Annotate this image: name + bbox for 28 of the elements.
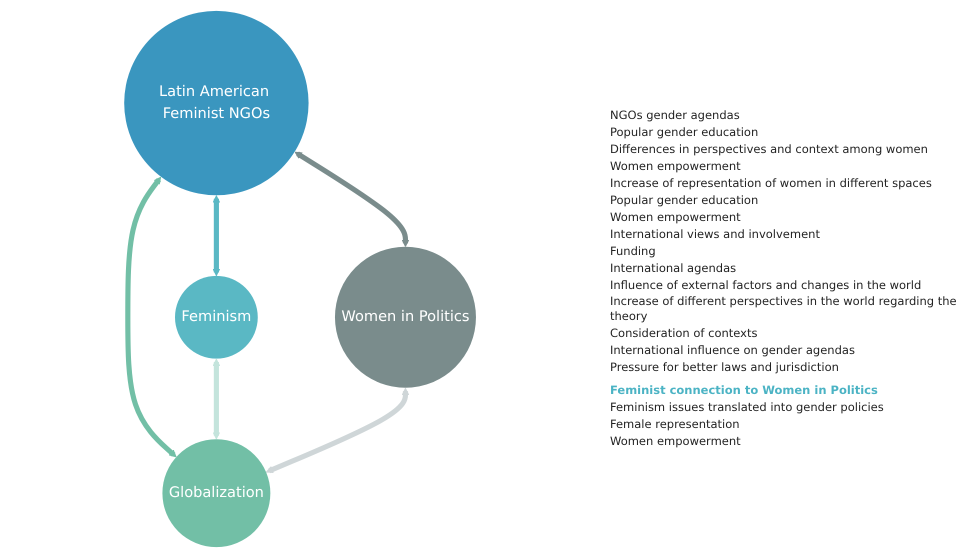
note-text: NGOs gender agendas	[610, 108, 741, 124]
note-text: Influence of external factors and changes in the world	[610, 278, 922, 292]
note-text: Increase of representation of women in different spaces	[610, 176, 933, 191]
note-text: Differences in perspectives and context among women	[610, 142, 929, 157]
note-text: Women empowerment	[610, 158, 742, 174]
note-text: Funding	[610, 244, 657, 259]
arrow	[125, 176, 177, 457]
note-text: Increase of different perspectives in the world regarding the theory	[610, 294, 958, 324]
note-text: International agendas	[610, 260, 738, 276]
note-text: Women empowerment	[610, 434, 742, 449]
node-circle: Women in Politics	[334, 246, 476, 388]
node-circle: Latin American Feminist NGOs	[124, 10, 308, 195]
node-circle: Feminism	[174, 275, 258, 358]
note-text: Feminism issues translated into gender policies	[610, 400, 885, 415]
note-text: International influence on gender agendas	[610, 343, 856, 358]
note-text: International views and involvement	[610, 226, 821, 242]
arrow	[212, 194, 220, 276]
arrow	[266, 387, 410, 473]
note-text: Consideration of contexts	[610, 326, 758, 342]
arrow	[212, 358, 220, 440]
legend-heading: Feminist connection to Women in Politics	[610, 383, 879, 398]
arrow	[294, 150, 410, 247]
node-circle: Globalization	[162, 438, 270, 547]
note-text: Women empowerment	[610, 210, 742, 225]
note-text: Popular gender education	[610, 192, 760, 208]
note-text: Female representation	[610, 417, 741, 432]
note-text: Popular gender education	[610, 125, 760, 140]
note-text: Pressure for better laws and jurisdiction	[610, 360, 840, 376]
